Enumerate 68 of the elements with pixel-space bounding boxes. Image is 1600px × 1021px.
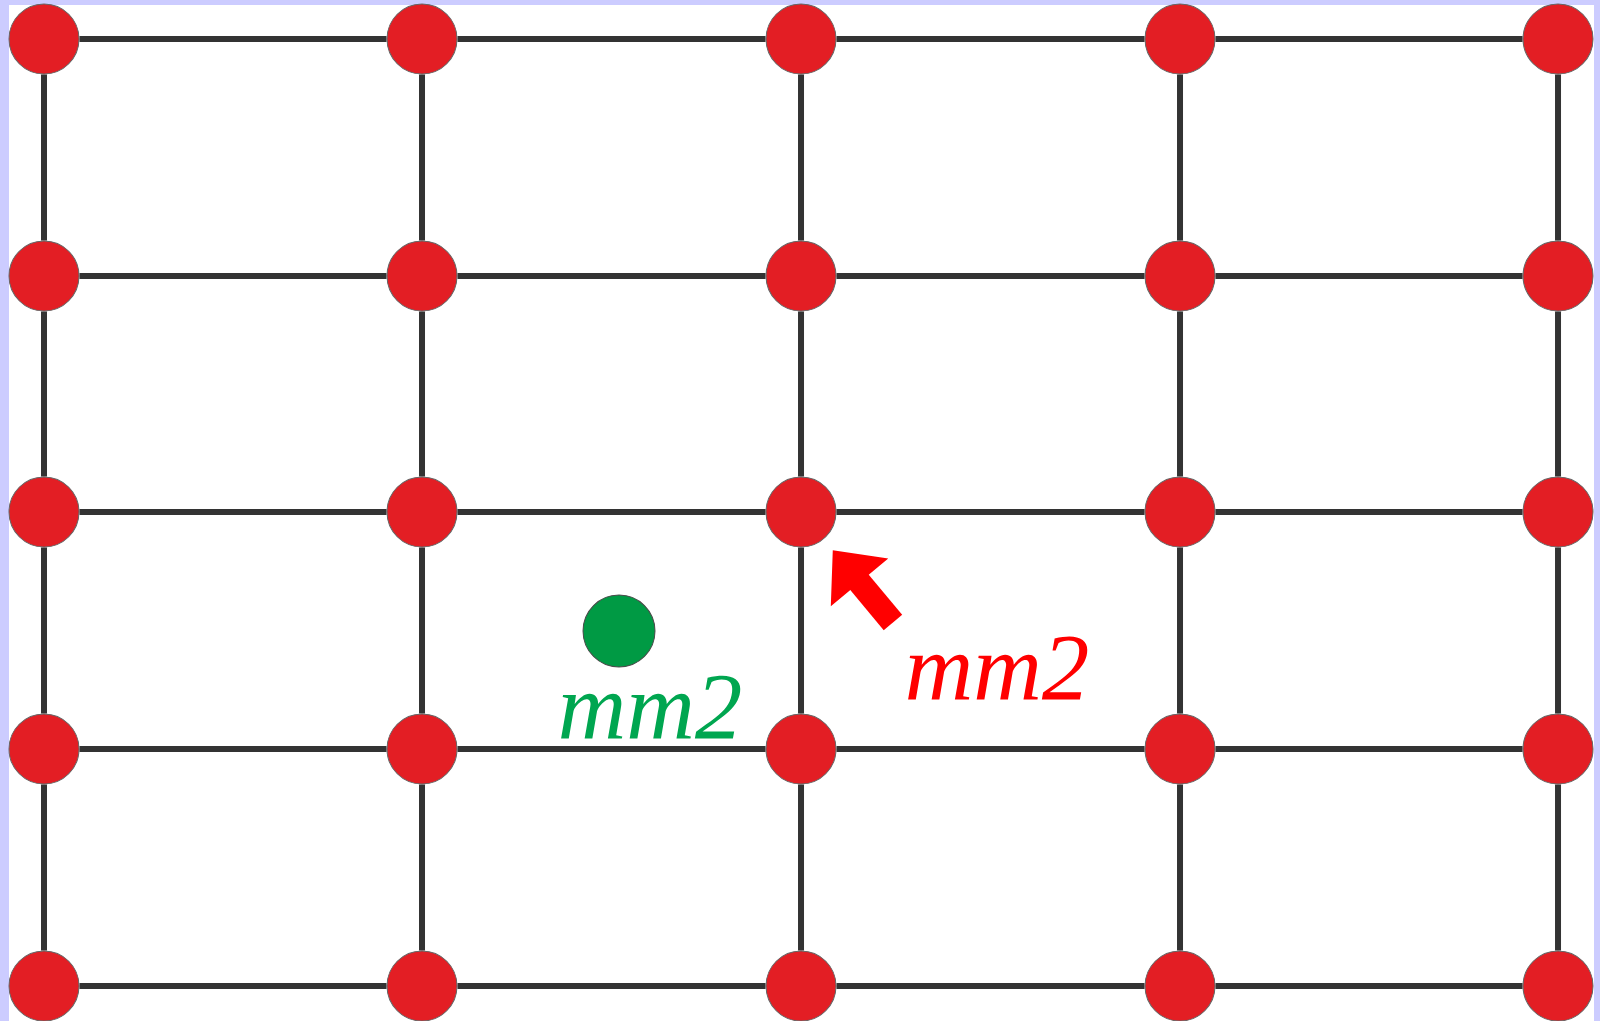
grid-line	[1177, 547, 1183, 714]
grid-line	[79, 36, 387, 42]
grid-line	[79, 509, 387, 515]
grid-line	[79, 746, 387, 752]
grid-line	[1555, 311, 1561, 477]
grid-node	[1144, 240, 1216, 312]
grid-node	[1522, 950, 1594, 1021]
grid-node	[1522, 240, 1594, 312]
grid-node	[386, 476, 458, 548]
grid-line	[1177, 784, 1183, 951]
grid-line	[419, 311, 425, 477]
grid-node	[765, 476, 837, 548]
grid-line	[457, 509, 766, 515]
grid-node	[8, 476, 80, 548]
grid-line	[1177, 311, 1183, 477]
grid-line	[1177, 74, 1183, 241]
grid-node	[8, 240, 80, 312]
grid-node	[1144, 3, 1216, 75]
grid-line	[1215, 273, 1523, 279]
grid-line	[419, 784, 425, 951]
grid-node	[8, 3, 80, 75]
callout-text: mm2	[908, 636, 1088, 700]
grid-line	[1215, 983, 1523, 989]
grid-node	[386, 240, 458, 312]
grid-line	[836, 273, 1145, 279]
grid-line	[1215, 509, 1523, 515]
grid-node	[1522, 3, 1594, 75]
grid-line	[41, 784, 47, 951]
grid-node	[1144, 476, 1216, 548]
point-marker	[582, 594, 656, 668]
grid-line	[419, 74, 425, 241]
grid-line	[457, 746, 766, 752]
grid-node	[765, 240, 837, 312]
grid-line	[836, 509, 1145, 515]
grid-line	[1555, 74, 1561, 241]
grid-node	[1144, 950, 1216, 1021]
grid-line	[41, 547, 47, 714]
grid-line	[798, 784, 804, 951]
grid-line	[798, 74, 804, 241]
grid-node	[1144, 713, 1216, 785]
grid-line	[798, 547, 804, 714]
grid-line	[836, 36, 1145, 42]
grid-line	[836, 983, 1145, 989]
grid-node	[386, 950, 458, 1021]
grid-line	[41, 74, 47, 241]
grid-line	[419, 547, 425, 714]
grid-node	[1522, 476, 1594, 548]
grid-node	[386, 3, 458, 75]
grid-line	[457, 36, 766, 42]
grid-node	[8, 950, 80, 1021]
grid-line	[457, 983, 766, 989]
grid-node	[8, 713, 80, 785]
grid-node	[765, 950, 837, 1021]
grid-line	[836, 746, 1145, 752]
grid-node	[1522, 713, 1594, 785]
grid-line	[1555, 547, 1561, 714]
grid-line	[1215, 36, 1523, 42]
grid-line	[79, 273, 387, 279]
grid-line	[798, 311, 804, 477]
grid-line	[79, 983, 387, 989]
grid-line	[41, 311, 47, 477]
grid-line	[1215, 746, 1523, 752]
grid-node	[765, 713, 837, 785]
grid-node	[765, 3, 837, 75]
grid-line	[1555, 784, 1561, 951]
point-label: mm2	[561, 675, 741, 739]
grid-node	[386, 713, 458, 785]
grid-line	[457, 273, 766, 279]
